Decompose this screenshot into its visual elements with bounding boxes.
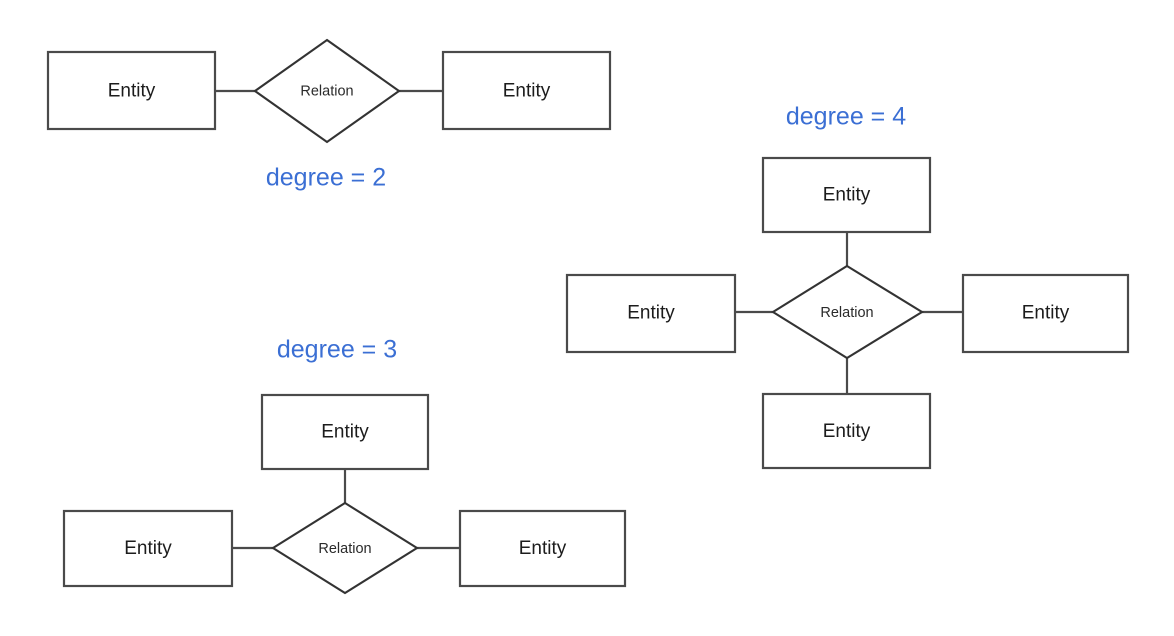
entity-box: [62, 509, 234, 588]
entity-label: Entity: [503, 81, 551, 102]
relation-diamond-d3[interactable]: Relation: [271, 501, 419, 595]
entity-box: [441, 50, 612, 131]
entity-box: [761, 392, 932, 470]
relation-diamond-d4[interactable]: Relation: [771, 264, 925, 360]
relation-label: Relation: [318, 541, 371, 557]
entity-box: [458, 509, 627, 588]
entity-label: Entity: [627, 303, 675, 324]
entity-bottom-d4[interactable]: Entity: [761, 392, 932, 470]
diagram-degree-4: degree = 4 Entity Entity Relation Entity: [565, 103, 1130, 470]
entity-box: [260, 393, 430, 471]
relation-diamond: [771, 264, 925, 360]
entity-label: Entity: [1022, 303, 1070, 324]
relation-label: Relation: [300, 83, 353, 99]
entity-box: [961, 273, 1130, 354]
entity-label: Entity: [321, 422, 369, 443]
entity-label: Entity: [519, 538, 567, 559]
relation-label: Relation: [820, 305, 873, 321]
entity-box: [565, 273, 737, 354]
entity-label: Entity: [823, 421, 871, 442]
entity-box: [46, 50, 217, 131]
entity-right-d2[interactable]: Entity: [441, 50, 612, 131]
relation-diamond-d2[interactable]: Relation: [253, 38, 401, 144]
entity-top-d4[interactable]: Entity: [761, 156, 932, 234]
entity-label: Entity: [124, 538, 172, 559]
entity-label: Entity: [823, 185, 871, 206]
degree-label-d2: degree = 2: [266, 164, 386, 192]
degree-label-d4: degree = 4: [786, 103, 906, 131]
relation-diamond: [253, 38, 401, 144]
relation-diamond: [271, 501, 419, 595]
degree-label-d3: degree = 3: [277, 336, 397, 364]
entity-right-d4[interactable]: Entity: [961, 273, 1130, 354]
entity-left-d4[interactable]: Entity: [565, 273, 737, 354]
entity-left-d3[interactable]: Entity: [62, 509, 234, 588]
entity-label: Entity: [108, 81, 156, 102]
entity-right-d3[interactable]: Entity: [458, 509, 627, 588]
diagram-degree-3: degree = 3 Entity Entity Relation Entity: [62, 336, 627, 595]
entity-box: [761, 156, 932, 234]
diagram-degree-2: Entity Relation Entity degree = 2: [46, 38, 612, 192]
entity-left-d2[interactable]: Entity: [46, 50, 217, 131]
entity-top-d3[interactable]: Entity: [260, 393, 430, 471]
